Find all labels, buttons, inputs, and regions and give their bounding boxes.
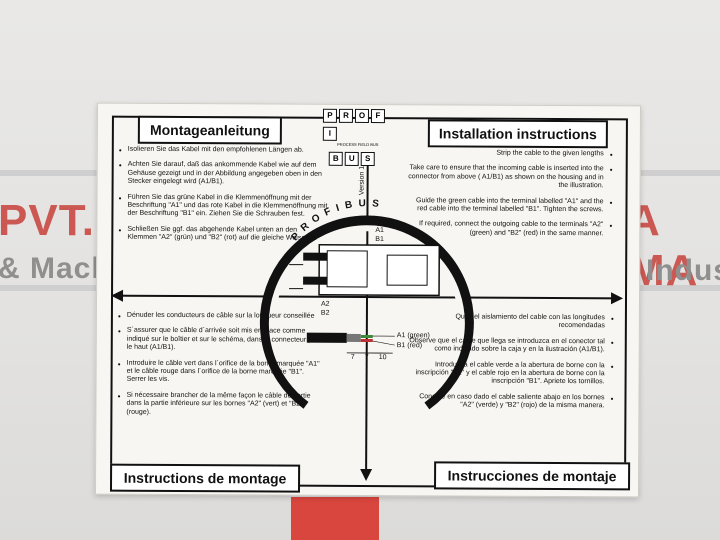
- version-label: Version 1: [358, 165, 366, 196]
- es-step-1: Quite el aislamiento del cable con las l…: [409, 313, 604, 331]
- logo-letter: I: [322, 126, 337, 141]
- bg-text-left-2: & Mach: [0, 252, 111, 285]
- en-step-4: If required, connect the outgoing cable …: [407, 221, 603, 239]
- cable-sample-core-green: [360, 334, 373, 339]
- german-instructions: Isolieren Sie das Kabel mit den empfohle…: [127, 146, 328, 251]
- fr-step-3: Introduire le câble vert dans l´orifice …: [127, 359, 323, 385]
- bg-text-right-2: Indus: [646, 254, 720, 287]
- de-step-3: Führen Sie das grüne Kabel in die Klemme…: [127, 193, 327, 219]
- label-a1-green: A1 (green): [396, 332, 430, 340]
- leader-b1: [372, 340, 395, 346]
- label-b1: B1: [375, 236, 384, 244]
- en-step-2: Take care to ensure that the incoming ca…: [408, 165, 603, 191]
- axis-vertical: [365, 154, 369, 475]
- fr-step-1: Dénuder les conducteurs de câble sur la …: [127, 312, 323, 321]
- logo-middle-text: PROCESS FIELD BUS: [337, 141, 379, 148]
- title-german: Montageanleitung: [137, 115, 282, 145]
- cable-in-lower: [303, 276, 328, 285]
- de-step-2: Achten Sie darauf, daß das ankommende Ka…: [128, 161, 328, 187]
- logo-letter: S: [360, 151, 375, 167]
- label-b2: B2: [320, 309, 330, 317]
- fr-step-4: Si nécessaire brancher de la même façon …: [126, 392, 322, 418]
- es-step-4: Conecte en caso dado el cable saliente a…: [408, 393, 604, 411]
- de-step-1: Isolieren Sie das Kabel mit den empfohle…: [128, 146, 328, 155]
- arrow-left-icon: [111, 289, 124, 302]
- arrow-down-icon: [360, 468, 373, 481]
- logo-letter: B: [328, 151, 343, 166]
- dimension-3: 10: [378, 354, 387, 362]
- dimension-1: 7: [350, 353, 355, 361]
- english-instructions: Strip the cable to the given lengths Tak…: [407, 149, 604, 245]
- logo-letter: O: [354, 108, 370, 124]
- french-instructions: Dénuder les conducteurs de câble sur la …: [126, 312, 323, 425]
- label-a1: A1: [375, 227, 384, 235]
- logo-letter: P: [322, 108, 338, 123]
- en-step-1: Strip the cable to the given lengths: [408, 149, 603, 158]
- title-english: Installation instructions: [427, 119, 608, 149]
- dimension-2: 7: [364, 353, 369, 362]
- logo-letter: F: [370, 109, 385, 124]
- fr-step-2: S´assurer que le câble d´arrivée soit mi…: [127, 327, 323, 353]
- cable-in-upper: [303, 252, 328, 261]
- label-b1-red: B1 (red): [396, 342, 423, 350]
- red-logo-tab: [291, 497, 379, 540]
- spanish-instructions: Quite el aislamiento del cable con las l…: [408, 313, 605, 418]
- connector-box: [386, 254, 428, 286]
- es-step-2: Observe que el cable que llega se introd…: [409, 337, 604, 355]
- bg-text-left-1: PVT.: [0, 196, 95, 245]
- arrow-right-icon: [610, 292, 624, 305]
- label-a2: A2: [320, 300, 330, 308]
- en-step-3: Guide the green cable into the terminal …: [407, 197, 604, 215]
- es-step-3: Introduzca el cable verde a la abertura …: [409, 361, 605, 387]
- logo-letter: U: [344, 151, 359, 166]
- title-french: Instructions de montage: [109, 463, 301, 493]
- cable-sample-core-red: [360, 338, 373, 343]
- cable-sample-shield: [346, 333, 361, 342]
- de-step-4: Schließen Sie ggf. das abgehende Kabel u…: [127, 226, 327, 244]
- connector-terminals: [326, 250, 368, 288]
- logo-letter: R: [338, 108, 354, 123]
- title-spanish: Instrucciones de montaje: [434, 461, 631, 491]
